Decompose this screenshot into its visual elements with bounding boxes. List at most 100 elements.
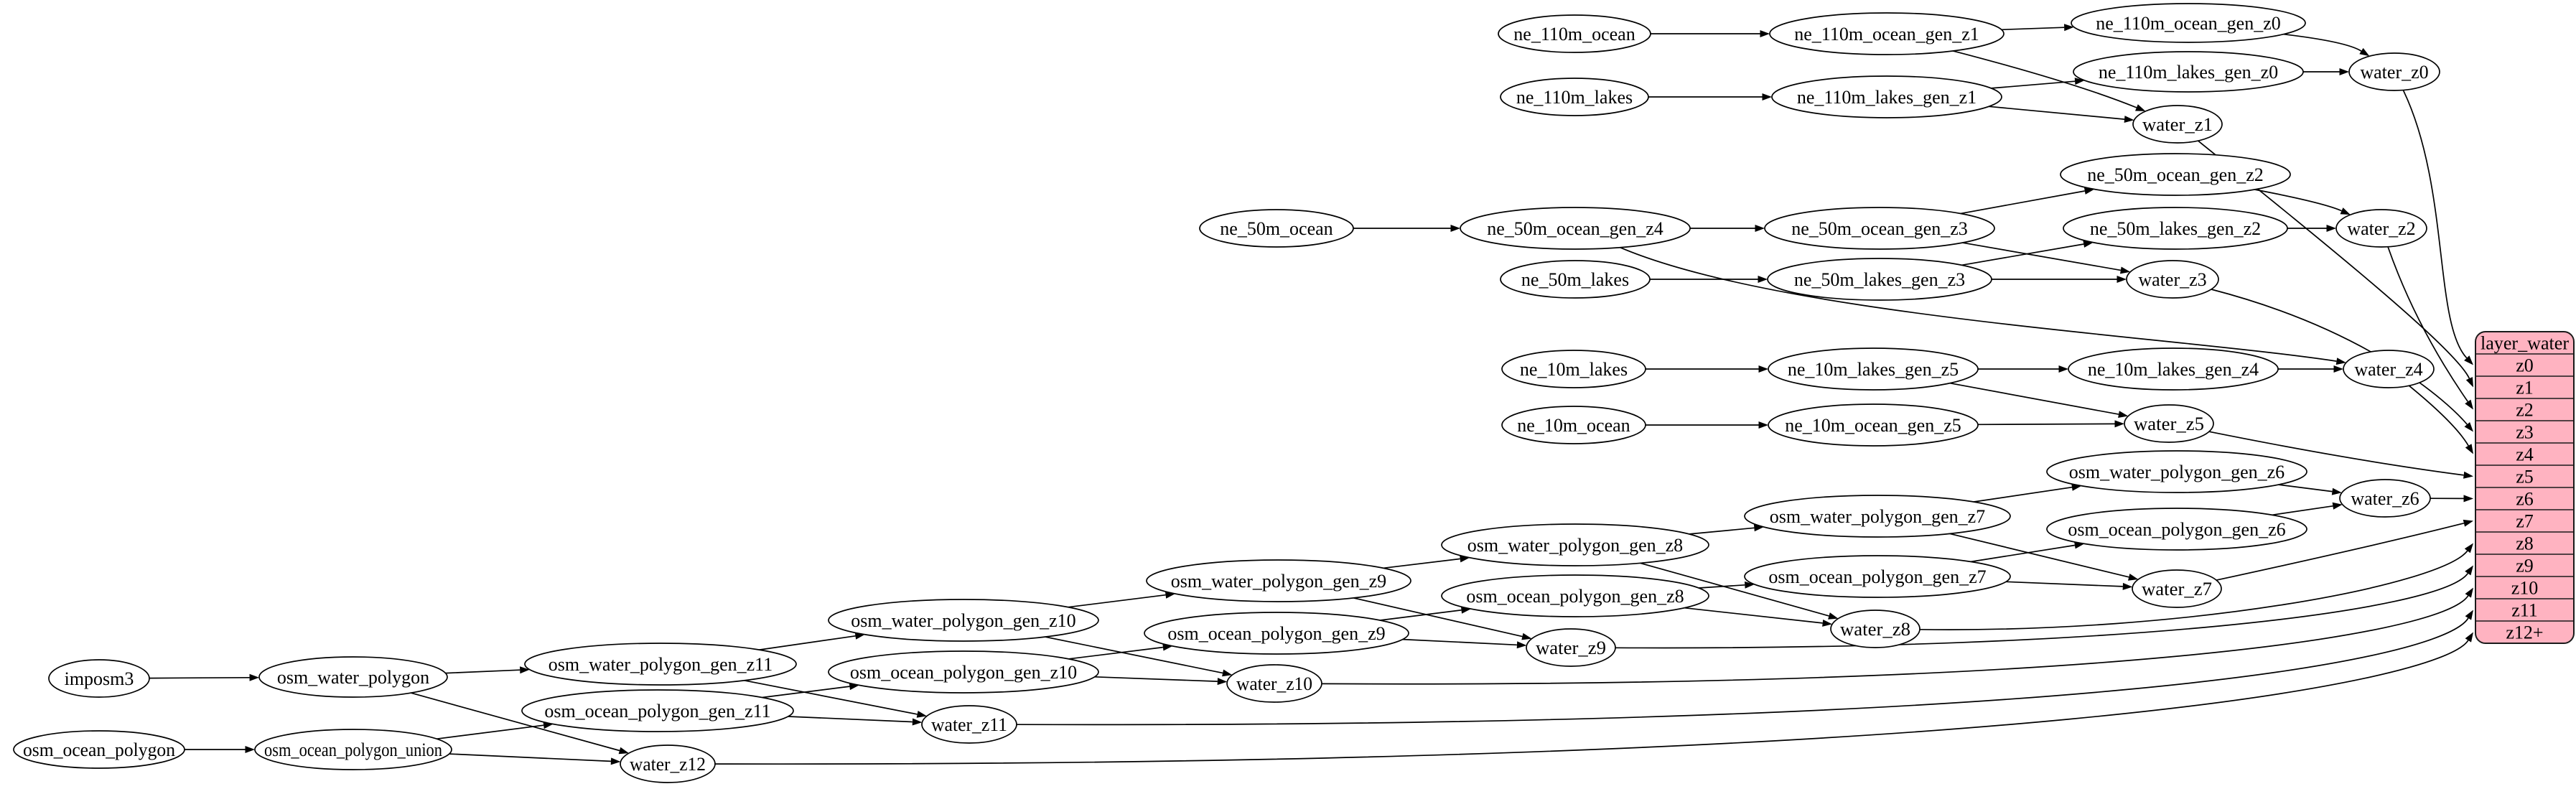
node-shape-osm_ocean_polygon_gen_z11 [521, 689, 794, 732]
arrowhead-ne_110m_ocean_gen_z1-to-ne_110m_ocean_gen_z0 [2064, 24, 2074, 32]
edge-water_z7-to-layer_water-z7 [2216, 522, 2465, 581]
node-shape-imposm3 [48, 659, 150, 698]
arrowhead-ne_50m_ocean_gen_z3-to-water_z3 [2120, 266, 2131, 274]
node-water_z3: water_z3 [2126, 260, 2219, 299]
edge-osm_water_polygon_gen_z9-to-water_z9 [1353, 597, 1523, 638]
node-water_z9: water_z9 [1526, 628, 1616, 667]
node-shape-water_z7 [2132, 569, 2222, 608]
node-ne_110m_lakes_gen_z0: ne_110m_lakes_gen_z0 [2073, 51, 2304, 93]
node-shape-osm_water_polygon_gen_z6 [2046, 450, 2307, 493]
node-label-osm_ocean_polygon_gen_z10: osm_ocean_polygon_gen_z10 [850, 662, 1077, 683]
node-label-osm_ocean_polygon_gen_z11: osm_ocean_polygon_gen_z11 [544, 701, 770, 722]
node-shape-water_z10 [1226, 664, 1322, 703]
node-shape-ne_110m_ocean_gen_z1 [1769, 12, 2005, 55]
node-shape-water_z9 [1526, 628, 1616, 667]
node-imposm3: imposm3 [48, 659, 150, 698]
node-osm_ocean_polygon_gen_z11: osm_ocean_polygon_gen_z11 [521, 689, 794, 732]
arrowhead-ne_110m_ocean_gen_z1-to-water_z1 [2135, 104, 2146, 111]
edge-ne_50m_ocean_gen_z3-to-ne_50m_ocean_gen_z2 [1960, 190, 2085, 215]
node-label-osm_water_polygon_gen_z10: osm_water_polygon_gen_z10 [851, 610, 1075, 631]
arrowhead-osm_water_polygon_gen_z6-to-water_z6 [2331, 487, 2342, 495]
node-osm_ocean_polygon_gen_z6: osm_ocean_polygon_gen_z6 [2046, 508, 2307, 551]
arrowhead-water_z2-to-layer_water-z2 [2465, 399, 2473, 410]
node-label-osm_water_polygon_gen_z6: osm_water_polygon_gen_z6 [2069, 462, 2285, 482]
arrowhead-ne_10m_lakes_gen_z5-to-ne_10m_lakes_gen_z4 [2058, 365, 2068, 373]
node-label-osm_water_polygon_gen_z8: osm_water_polygon_gen_z8 [1467, 535, 1683, 556]
node-ne_110m_ocean: ne_110m_ocean [1498, 14, 1651, 53]
edge-ne_50m_lakes_gen_z3-to-ne_50m_lakes_gen_z2 [1961, 243, 2084, 266]
node-label-ne_50m_lakes_gen_z3: ne_50m_lakes_gen_z3 [1794, 269, 1965, 290]
node-water_z2: water_z2 [2335, 209, 2427, 248]
node-ne_50m_ocean_gen_z3: ne_50m_ocean_gen_z3 [1764, 207, 1995, 250]
edge-osm_ocean_polygon_union-to-water_z12 [449, 753, 612, 762]
edge-osm_ocean_polygon_gen_z9-to-water_z9 [1402, 638, 1517, 646]
arrowhead-ne_10m_lakes_gen_z4-to-water_z4 [2333, 365, 2343, 373]
node-ne_10m_ocean_gen_z5: ne_10m_ocean_gen_z5 [1768, 403, 1979, 447]
node-osm_ocean_polygon_union: osm_ocean_polygon_union [254, 729, 452, 770]
node-shape-osm_ocean_polygon_gen_z7 [1744, 555, 2011, 598]
arrowhead-water_z4-to-layer_water-z4 [2465, 444, 2473, 454]
arrowhead-osm_water_polygon-to-osm_water_polygon_gen_z11 [520, 666, 530, 674]
node-shape-ne_50m_ocean_gen_z3 [1764, 207, 1995, 250]
arrowhead-osm_water_polygon_gen_z9-to-osm_water_polygon_gen_z8 [1460, 555, 1470, 563]
node-label-water_z12: water_z12 [630, 754, 706, 775]
node-label-water_z11: water_z11 [931, 714, 1007, 735]
edge-ne_110m_lakes_gen_z1-to-water_z1 [1989, 106, 2125, 120]
node-shape-osm_ocean_polygon_gen_z6 [2046, 508, 2307, 551]
arrowhead-ne_110m_ocean_gen_z0-to-water_z0 [2359, 47, 2370, 57]
arrowhead-water_z5-to-layer_water-z5 [2463, 471, 2473, 479]
node-shape-osm_water_polygon [258, 656, 448, 698]
node-osm_water_polygon_gen_z10: osm_water_polygon_gen_z10 [828, 599, 1099, 642]
node-label-ne_50m_ocean: ne_50m_ocean [1220, 218, 1333, 239]
arrowhead-ne_10m_lakes_gen_z5-to-water_z5 [2118, 411, 2129, 418]
arrowhead-ne_110m_lakes_gen_z0-to-water_z0 [2339, 68, 2349, 75]
node-osm_water_polygon_gen_z9: osm_water_polygon_gen_z9 [1146, 559, 1411, 602]
node-osm_ocean_polygon_gen_z10: osm_ocean_polygon_gen_z10 [828, 650, 1099, 694]
edge-osm_water_polygon_gen_z6-to-water_z6 [2278, 484, 2333, 492]
arrowhead-osm_water_polygon-to-water_z12 [618, 747, 629, 755]
node-shape-ne_50m_lakes_gen_z3 [1767, 258, 1992, 301]
node-label-osm_ocean_polygon: osm_ocean_polygon [23, 739, 175, 760]
node-label-osm_water_polygon_gen_z11: osm_water_polygon_gen_z11 [549, 654, 773, 675]
node-ne_50m_ocean: ne_50m_ocean [1199, 209, 1354, 248]
node-shape-osm_ocean_polygon_union [254, 729, 452, 770]
edge-osm_ocean_polygon_gen_z11-to-water_z11 [788, 716, 913, 723]
node-label-ne_110m_lakes: ne_110m_lakes [1516, 87, 1633, 108]
node-shape-water_z0 [2348, 52, 2440, 91]
edge-ne_110m_lakes_gen_z1-to-ne_110m_lakes_gen_z0 [1991, 80, 2076, 89]
node-shape-water_z6 [2339, 479, 2431, 518]
node-label-water_z5: water_z5 [2134, 414, 2204, 434]
node-water_z5: water_z5 [2124, 404, 2214, 443]
node-shape-osm_water_polygon_gen_z9 [1146, 559, 1411, 602]
node-label-water_z1: water_z1 [2142, 114, 2213, 135]
node-water_z11: water_z11 [921, 705, 1017, 744]
node-label-ne_10m_ocean: ne_10m_ocean [1517, 415, 1630, 436]
node-shape-ne_50m_ocean [1199, 209, 1354, 248]
node-shape-water_z11 [921, 705, 1017, 744]
table-row-z9: z9 [2516, 556, 2534, 576]
arrowhead-osm_ocean_polygon_gen_z9-to-water_z9 [1516, 641, 1527, 649]
arrowhead-ne_50m_lakes-to-ne_50m_lakes_gen_z3 [1758, 276, 1768, 283]
node-osm_ocean_polygon_gen_z8: osm_ocean_polygon_gen_z8 [1441, 574, 1709, 617]
arrowhead-osm_ocean_polygon_union-to-water_z12 [610, 757, 621, 765]
arrowhead-ne_50m_ocean_gen_z4-to-ne_50m_ocean_gen_z3 [1755, 225, 1765, 232]
node-ne_50m_ocean_gen_z4: ne_50m_ocean_gen_z4 [1460, 207, 1691, 250]
node-label-water_z4: water_z4 [2354, 359, 2422, 380]
edge-osm_water_polygon_gen_z7-to-water_z7 [1949, 533, 2129, 578]
node-label-ne_10m_lakes: ne_10m_lakes [1520, 359, 1628, 380]
edge-water_z8-to-layer_water-z8 [1919, 550, 2468, 630]
edge-ne_50m_ocean_gen_z3-to-water_z3 [1962, 242, 2122, 271]
arrowhead-ne_110m_lakes-to-ne_110m_lakes_gen_z1 [1762, 93, 1772, 101]
node-shape-osm_ocean_polygon_gen_z9 [1144, 612, 1409, 655]
node-shape-osm_water_polygon_gen_z11 [524, 643, 797, 686]
arrowhead-ne_50m_ocean_gen_z2-to-water_z2 [2340, 207, 2351, 215]
node-osm_water_polygon_gen_z11: osm_water_polygon_gen_z11 [524, 643, 797, 686]
node-label-osm_water_polygon_gen_z9: osm_water_polygon_gen_z9 [1171, 571, 1386, 592]
node-shape-osm_ocean_polygon_gen_z8 [1441, 574, 1709, 617]
node-shape-water_z8 [1830, 610, 1921, 648]
edge-osm_ocean_polygon_gen_z11-to-osm_ocean_polygon_gen_z10 [762, 686, 850, 699]
arrowhead-ne_110m_ocean-to-ne_110m_ocean_gen_z1 [1760, 30, 1770, 37]
node-osm_ocean_polygon_gen_z7: osm_ocean_polygon_gen_z7 [1744, 555, 2011, 598]
